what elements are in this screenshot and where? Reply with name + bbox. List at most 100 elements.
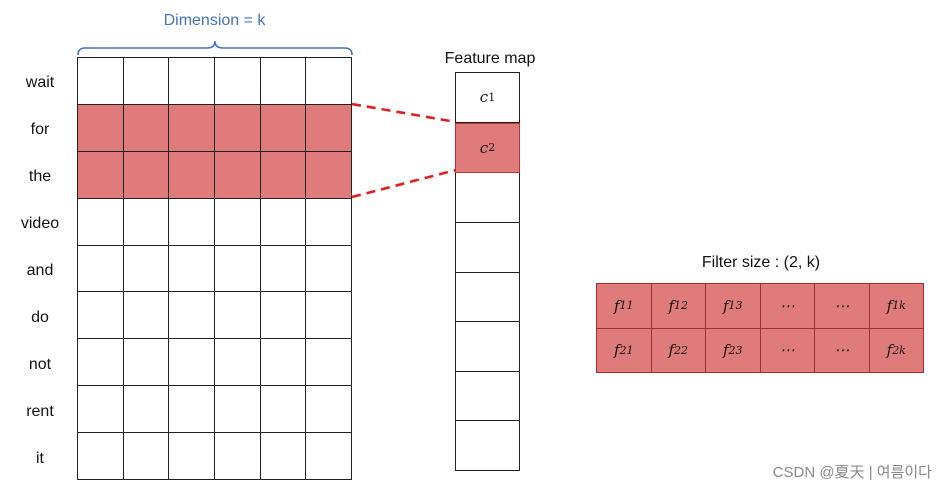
cell-subscript: 1k [892, 299, 906, 313]
matrix-cell [260, 198, 307, 246]
matrix-cell [123, 292, 170, 340]
cell-subscript: 12 [674, 299, 689, 313]
cell-symbol: f [886, 296, 893, 315]
cell-symbol: f [722, 296, 729, 315]
matrix-cell [78, 386, 124, 434]
matrix-cell [169, 58, 215, 105]
cell-subscript: 22 [674, 343, 689, 357]
dimension-label: Dimension = k [163, 12, 266, 29]
matrix-cell [215, 151, 261, 199]
feature-map-cell [456, 372, 519, 422]
matrix-cell [78, 433, 124, 480]
matrix-cell [260, 58, 307, 105]
matrix-cell [260, 104, 307, 152]
matrix-cell [306, 151, 352, 199]
cell-symbol: f [886, 341, 893, 360]
word-label: the [28, 167, 52, 185]
matrix-cell [306, 58, 352, 105]
cell-symbol: f [668, 296, 675, 315]
matrix-cell [169, 339, 215, 387]
word-label: not [28, 355, 52, 373]
matrix-cell [306, 198, 352, 246]
cell-subscript: 21 [619, 343, 634, 357]
cell-symbol: c [479, 138, 489, 157]
dimension-brace [77, 40, 353, 56]
cell-symbol: f [668, 341, 675, 360]
embedding-matrix [77, 57, 352, 480]
matrix-cell [169, 151, 215, 199]
matrix-cell [215, 198, 261, 246]
matrix-cell [260, 245, 307, 293]
matrix-cell [123, 339, 170, 387]
matrix-cell [215, 104, 261, 152]
matrix-cell [123, 433, 170, 480]
matrix-cell [78, 292, 124, 340]
cell-symbol: f [722, 341, 729, 360]
matrix-cell [306, 386, 352, 434]
matrix-cell [78, 245, 124, 293]
matrix-cell [123, 245, 170, 293]
matrix-cell [123, 198, 170, 246]
matrix-cell [215, 386, 261, 434]
cell-subscript: 2 [488, 141, 496, 155]
cell-symbol: ⋯ [834, 296, 850, 315]
matrix-cell [260, 292, 307, 340]
matrix-cell [215, 433, 261, 480]
matrix-cell [306, 104, 352, 152]
filter-window-connector [352, 102, 457, 199]
word-label: video [20, 214, 60, 232]
word-label: it [36, 449, 44, 467]
word-label: do [31, 308, 49, 326]
matrix-cell [215, 339, 261, 387]
feature-map-cell [456, 322, 519, 372]
matrix-cell [169, 433, 215, 480]
filter-title: Filter size : (2, k) [701, 254, 821, 271]
filter-cell: ⋯ [815, 284, 870, 329]
filter-cell: ⋯ [760, 328, 815, 373]
matrix-cell [123, 151, 170, 199]
matrix-cell [169, 292, 215, 340]
matrix-cell [169, 245, 215, 293]
feature-map-cell [456, 421, 519, 471]
matrix-cell [169, 104, 215, 152]
matrix-cell [306, 245, 352, 293]
matrix-cell [169, 386, 215, 434]
cell-symbol: ⋯ [779, 296, 795, 315]
word-label: wait [25, 73, 55, 91]
matrix-cell [306, 292, 352, 340]
matrix-cell [260, 433, 307, 480]
matrix-cell [215, 292, 261, 340]
matrix-cell [123, 58, 170, 105]
watermark: CSDN @夏天 | 여름이다 [772, 464, 932, 481]
cell-subscript: 13 [728, 299, 743, 313]
feature-map-cell [456, 223, 519, 273]
filter-cell: ⋯ [815, 328, 870, 373]
matrix-cell [260, 339, 307, 387]
feature-map-cell [456, 173, 519, 223]
matrix-cell [306, 339, 352, 387]
matrix-cell [78, 198, 124, 246]
cell-subscript: 1 [488, 90, 496, 104]
cell-symbol: ⋯ [834, 341, 850, 360]
cell-subscript: 11 [619, 299, 634, 313]
matrix-cell [260, 151, 307, 199]
cell-symbol: f [613, 296, 620, 315]
cell-symbol: ⋯ [779, 341, 795, 360]
matrix-cell [78, 58, 124, 105]
matrix-cell [123, 104, 170, 152]
matrix-cell [215, 58, 261, 105]
word-label: for [30, 120, 50, 138]
matrix-cell [78, 104, 124, 152]
feature-map-title: Feature map [444, 50, 536, 67]
cell-subscript: 2k [892, 343, 906, 357]
